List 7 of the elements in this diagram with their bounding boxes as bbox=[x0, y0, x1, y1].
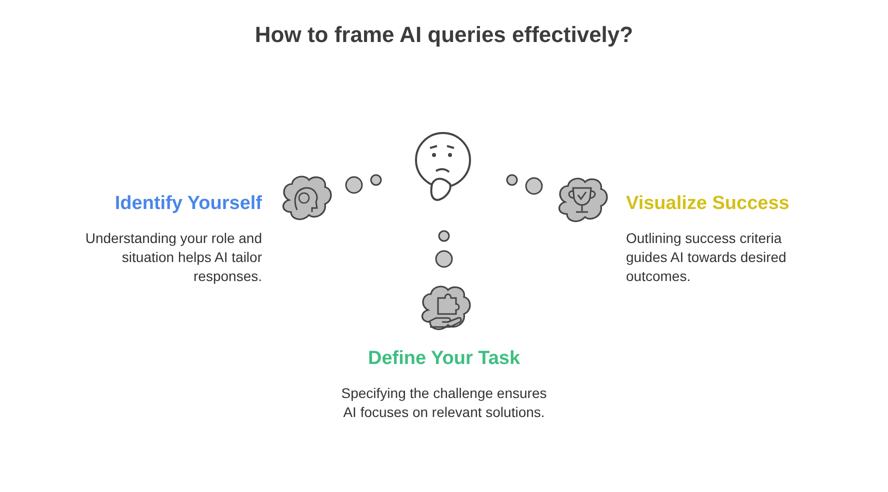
step-description: Specifying the challenge ensures AI focuses on relevant solutions. bbox=[340, 384, 548, 422]
step-heading: Visualize Success bbox=[626, 193, 790, 215]
step-heading: Define Your Task bbox=[366, 348, 522, 370]
step-description: Understanding your role and situation helps AI tailor responses. bbox=[84, 229, 262, 286]
step-description: Outlining success criteria guides AI towards desired outcomes. bbox=[626, 229, 788, 286]
step-heading: Identify Yourself bbox=[114, 193, 262, 215]
diagram-title: How to frame AI queries effectively? bbox=[254, 22, 634, 48]
